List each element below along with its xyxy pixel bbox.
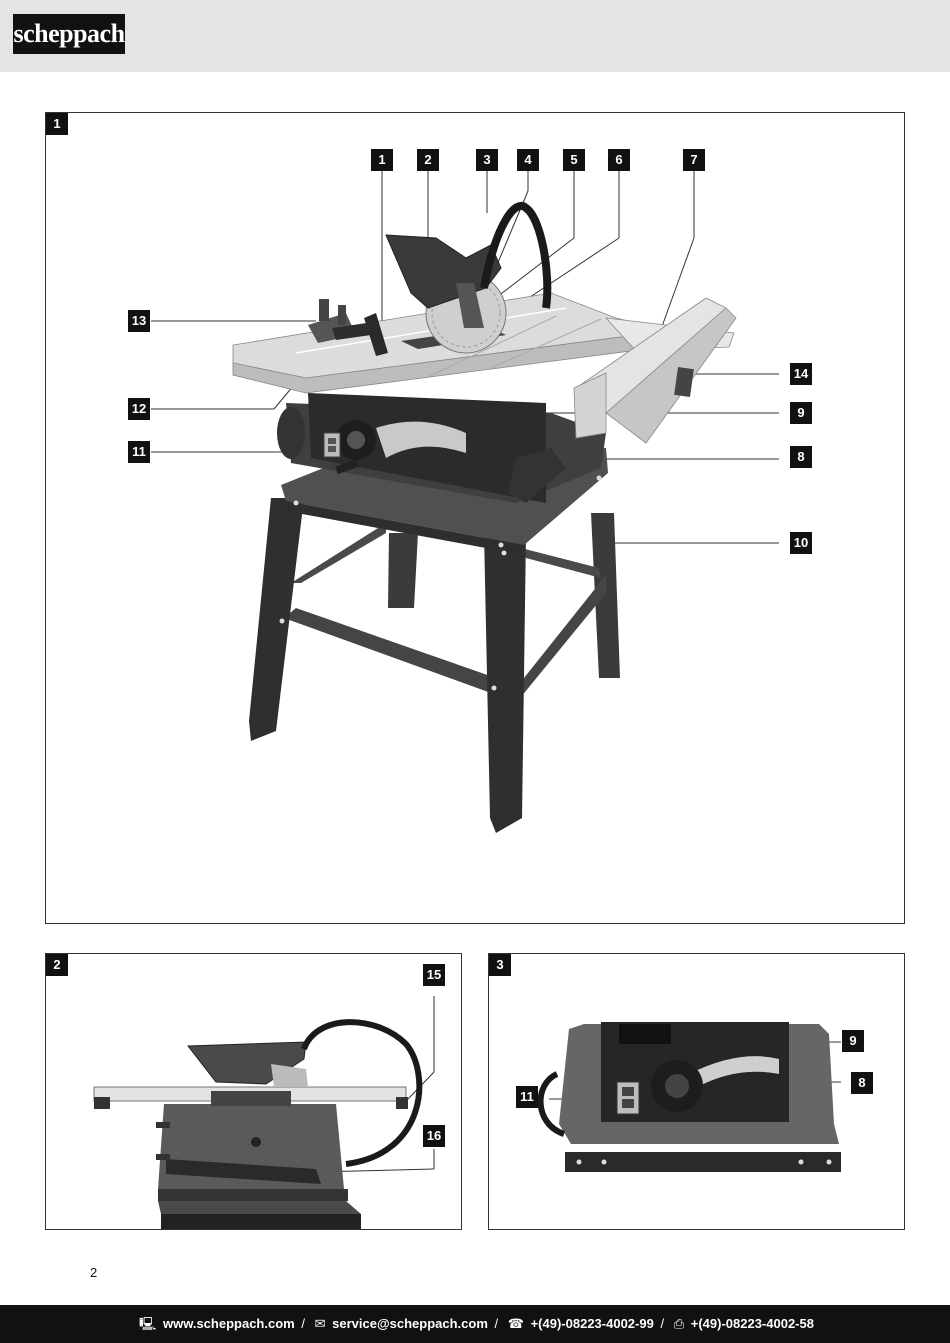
- callout-10: 10: [790, 532, 812, 554]
- callout-13: 13: [128, 310, 150, 332]
- table-saw-side-view: [93, 996, 435, 1229]
- footer-fax: +(49)-08223-4002-58: [690, 1316, 814, 1331]
- callout-16: 16: [423, 1125, 445, 1147]
- footer-email[interactable]: service@scheppach.com: [332, 1316, 488, 1331]
- callout-9: 9: [790, 402, 812, 424]
- footer-phone: +(49)-08223-4002-99: [530, 1316, 654, 1331]
- callout-15: 15: [423, 964, 445, 986]
- figure-1-frame: 1: [45, 112, 905, 924]
- callout-2: 2: [417, 149, 439, 171]
- page-number: 2: [90, 1265, 98, 1280]
- fax-icon: ⎙︎: [673, 1316, 685, 1331]
- figure-number: 2: [46, 954, 68, 976]
- callout-3: 3: [476, 149, 498, 171]
- mail-icon: ✉︎: [314, 1316, 326, 1331]
- callout-11: 11: [516, 1086, 538, 1108]
- page-header: scheppach: [0, 0, 950, 72]
- computer-icon: 🖳︎: [139, 1316, 157, 1331]
- figure-number: 1: [46, 113, 68, 135]
- brand-logo: scheppach: [13, 14, 125, 54]
- callout-9: 9: [842, 1030, 864, 1052]
- callout-6: 6: [608, 149, 630, 171]
- table-saw-illustration: [151, 171, 779, 833]
- callout-12: 12: [128, 398, 150, 420]
- figure-3-frame: 3 9 8 11: [488, 953, 905, 1230]
- footer-website[interactable]: www.scheppach.com: [162, 1316, 295, 1331]
- figure-2-frame: 2 15 16: [45, 953, 462, 1230]
- footer-separator: /: [494, 1316, 499, 1331]
- callout-8: 8: [790, 446, 812, 468]
- footer-separator: /: [301, 1316, 305, 1331]
- callout-14: 14: [790, 363, 812, 385]
- callout-4: 4: [517, 149, 539, 171]
- figure-number: 3: [489, 954, 511, 976]
- page-footer: 🖳︎ www.scheppach.com / ✉︎ service@schepp…: [0, 1305, 950, 1343]
- phone-icon: ☎︎: [507, 1316, 524, 1331]
- callout-11: 11: [128, 441, 150, 463]
- footer-separator: /: [660, 1316, 665, 1331]
- switch-detail-illustration: [537, 1022, 841, 1172]
- callout-1: 1: [371, 149, 393, 171]
- callout-7: 7: [683, 149, 705, 171]
- callout-5: 5: [563, 149, 585, 171]
- callout-8: 8: [851, 1072, 873, 1094]
